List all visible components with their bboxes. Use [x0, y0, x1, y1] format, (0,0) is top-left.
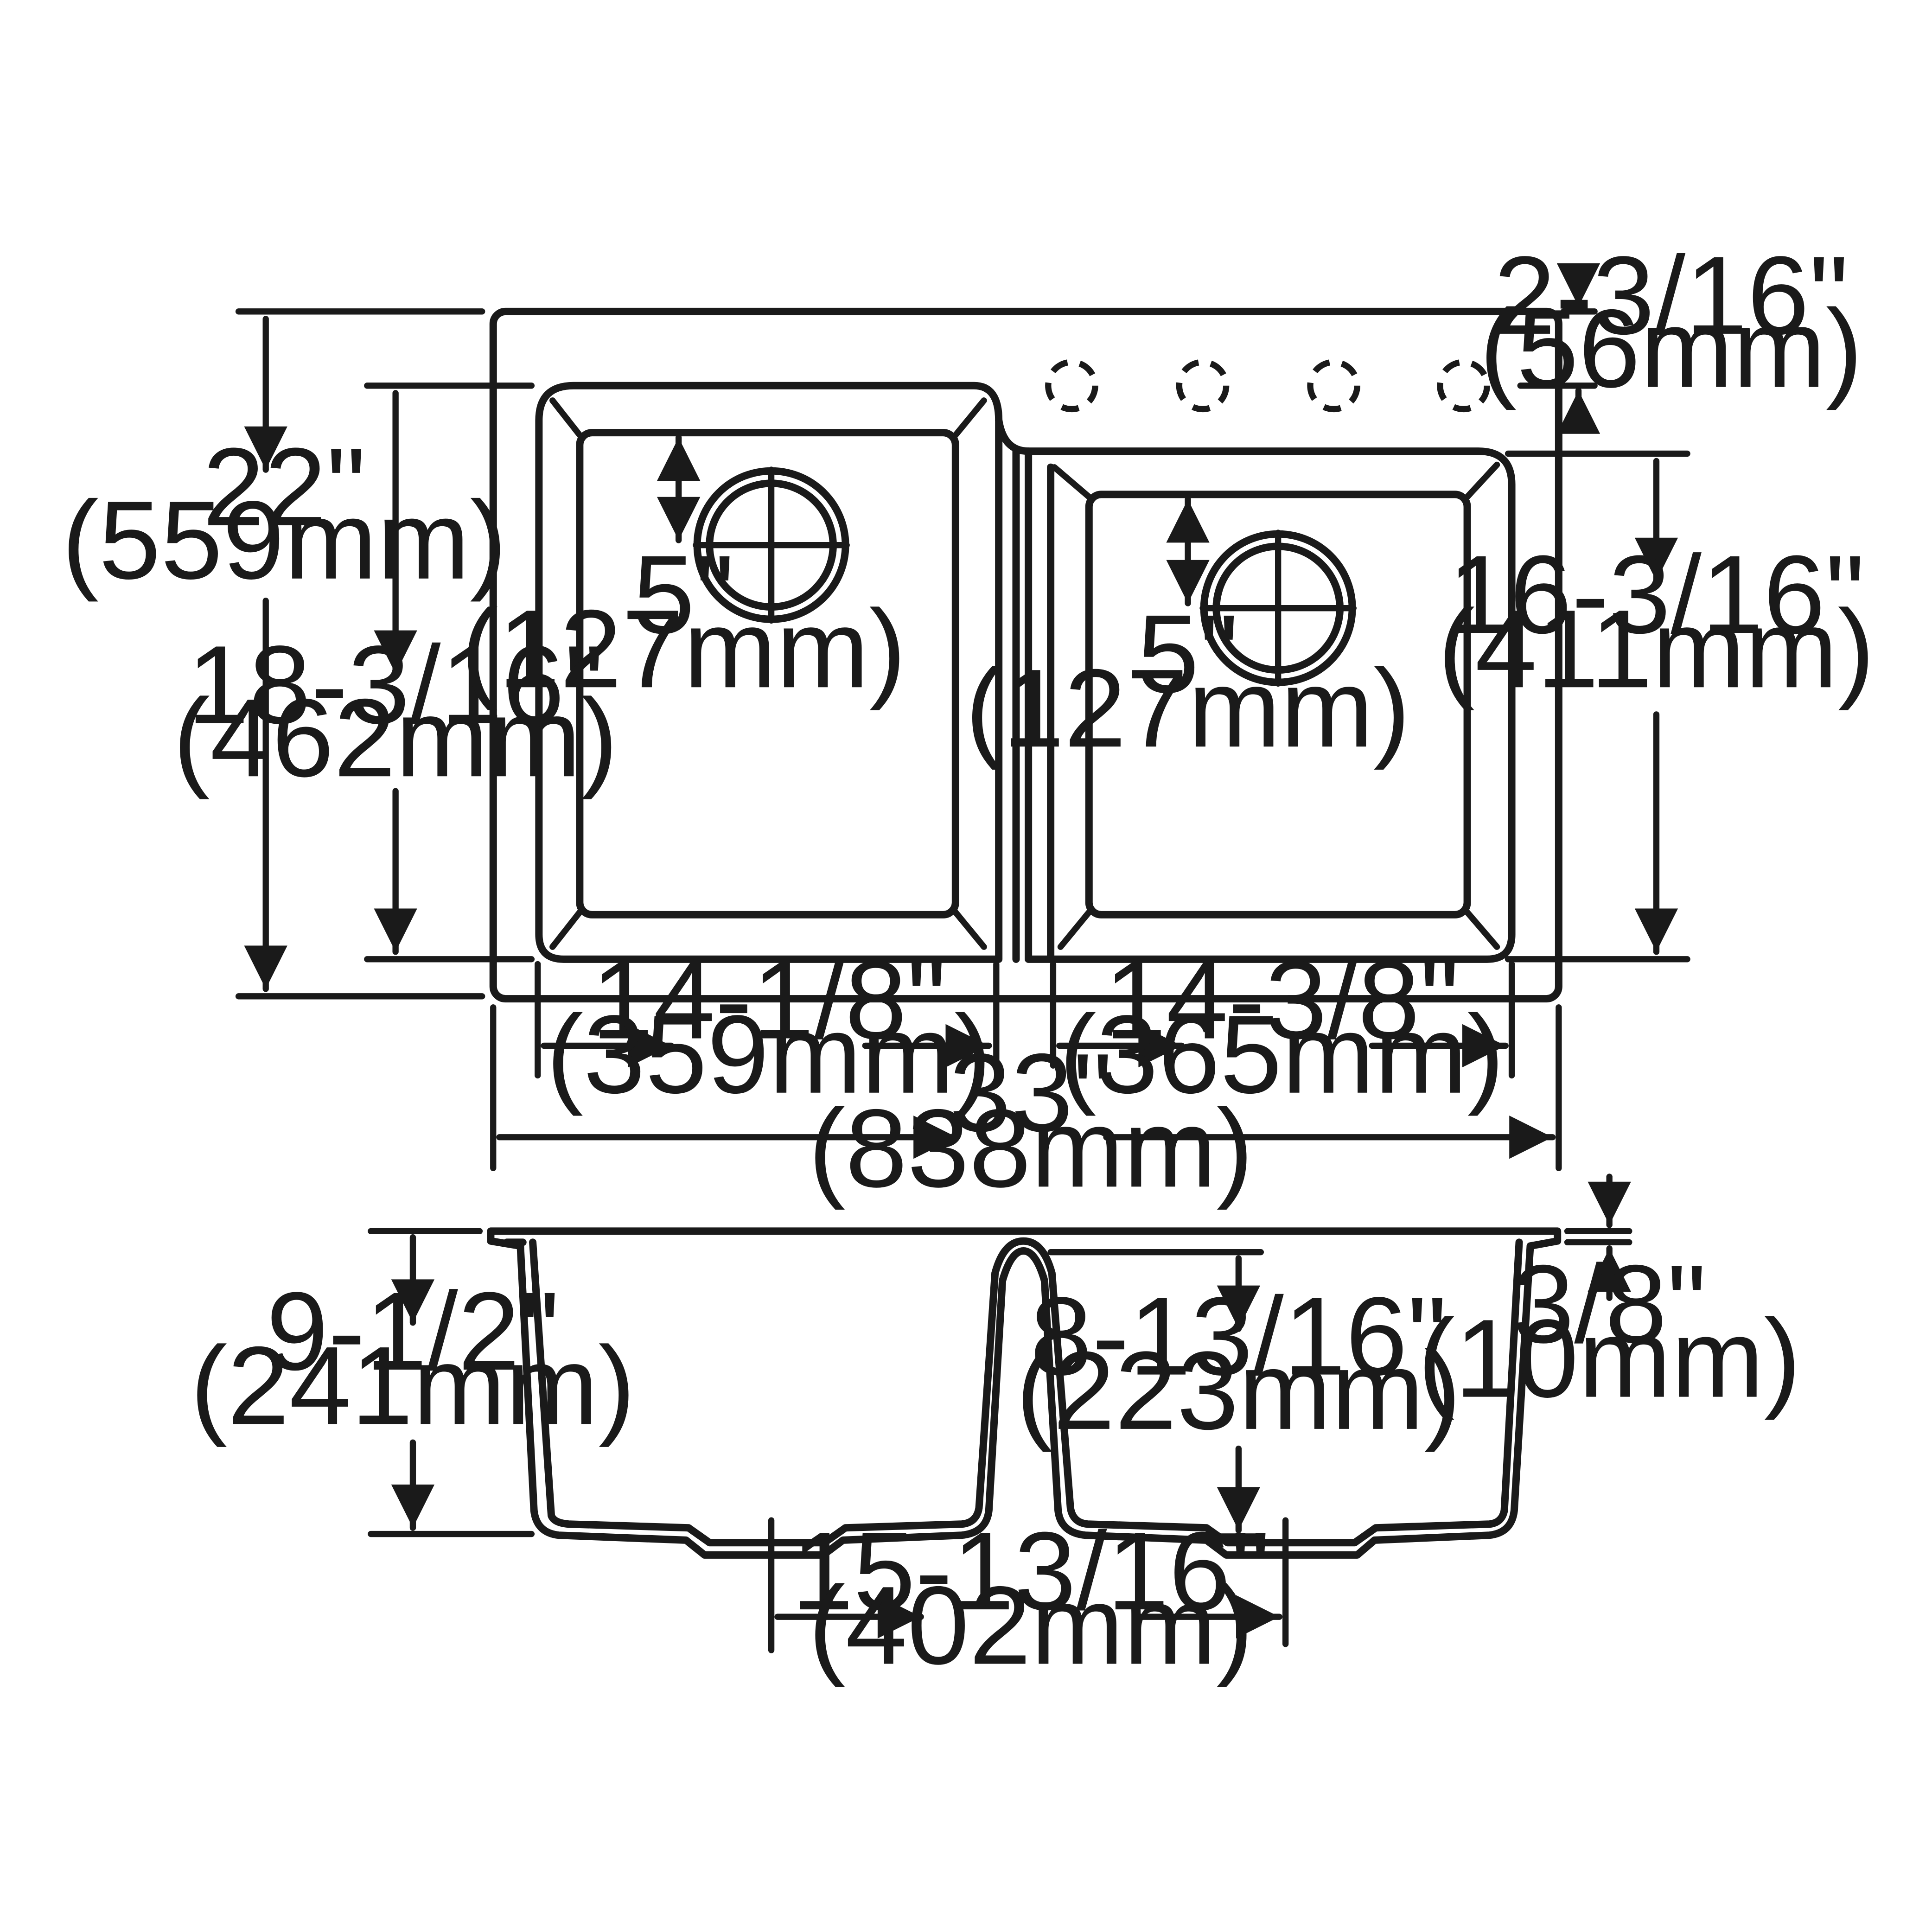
right-bowl-width-metric: (365mm) [1059, 992, 1505, 1116]
faucet-hole-1 [1045, 359, 1098, 413]
right-bowl-height-imperial: 8-13/16" [1030, 1274, 1447, 1398]
dim-left-drain-offset: 5" (127mm) [461, 429, 906, 711]
left-bowl-depth-imperial: 18-3/16" [187, 623, 604, 747]
dim-right-drain-offset: 5" (127mm) [965, 491, 1410, 770]
drain-spacing-metric: (402mm) [809, 1563, 1254, 1687]
left-drain-offset-imperial: 5" [633, 532, 734, 657]
right-drain-offset-imperial: 5" [1137, 592, 1239, 716]
faucet-hole-4 [1437, 359, 1490, 413]
left-bowl-depth-metric: (462mm) [173, 676, 618, 800]
top-view: 22" (559mm) 18-3/16" (462mm) 16-3/16" (4… [62, 233, 1875, 1211]
left-drain [693, 466, 850, 624]
dim-right-bowl-width: 14-3/8" (365mm) [1056, 937, 1509, 1116]
side-view: 9-1/2" (241mm) 8-13/16" (223mm) 3/8" (10… [191, 1173, 1801, 1687]
right-drain [1199, 529, 1357, 687]
dim-left-bowl-depth: 18-3/16" (462mm) [173, 390, 618, 955]
left-bowl-top [535, 382, 1033, 963]
faucet-hole-3 [1307, 359, 1360, 413]
dim-right-bowl-height: 8-13/16" (223mm) [1016, 1255, 1461, 1534]
dim-drain-spacing: 15-13/16" (402mm) [774, 1509, 1283, 1687]
right-bowl-top [1025, 447, 1516, 963]
dim-rim-thickness: 3/8" (10mm) [1418, 1173, 1801, 1421]
dim-overall-depth: 22" (559mm) [62, 316, 507, 992]
rim-thickness-metric: (10mm) [1418, 1296, 1801, 1421]
rim-thickness-imperial: 3/8" [1512, 1242, 1707, 1366]
faucet-hole-2 [1176, 359, 1230, 413]
faucet-setback-metric: (56mm) [1479, 286, 1862, 410]
right-bowl-depth-metric: (411mm) [1438, 587, 1875, 711]
right-drain-offset-metric: (127mm) [965, 646, 1410, 770]
dim-left-bowl-width: 14-1/8" (359mm) [541, 937, 992, 1116]
right-bowl-width-imperial: 14-3/8" [1104, 937, 1460, 1062]
dim-right-bowl-depth: 16-3/16" (411mm) [1438, 458, 1875, 955]
sink-deck-outline [489, 307, 1562, 1003]
dim-overall-width: 33" (838mm) [496, 1030, 1556, 1210]
overall-width-metric: (838mm) [809, 1086, 1254, 1210]
left-drain-offset-metric: (127mm) [461, 587, 906, 711]
left-bowl-width-imperial: 14-1/8" [592, 937, 947, 1062]
overall-depth-metric: (559mm) [62, 478, 507, 602]
left-bowl-width-metric: (359mm) [546, 992, 991, 1116]
dim-faucet-setback: 2-3/16" (56mm) [1479, 233, 1863, 434]
dim-left-bowl-height: 9-1/2" (241mm) [191, 1234, 636, 1531]
right-bowl-depth-imperial: 16-3/16" [1448, 532, 1865, 657]
sink-section-profile [487, 1227, 1562, 1559]
faucet-setback-imperial: 2-3/16" [1494, 233, 1849, 357]
overall-depth-imperial: 22" [203, 425, 366, 549]
overall-width-imperial: 33" [949, 1030, 1112, 1154]
right-bowl-height-metric: (223mm) [1016, 1328, 1461, 1453]
drain-spacing-imperial: 15-13/16" [791, 1509, 1270, 1633]
left-bowl-height-metric: (241mm) [191, 1323, 636, 1447]
left-bowl-height-imperial: 9-1/2" [266, 1269, 559, 1393]
